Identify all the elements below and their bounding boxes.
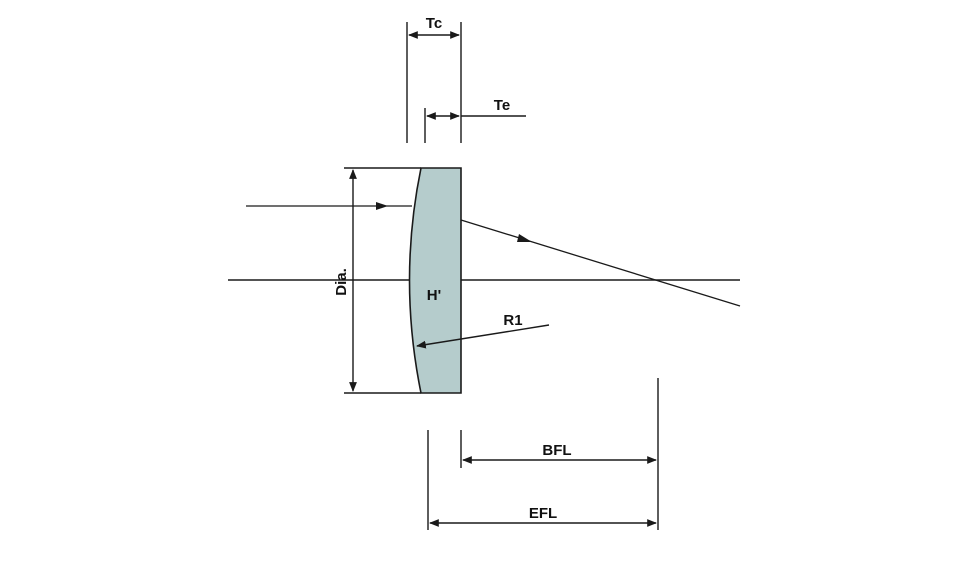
tc-label: Tc [426, 15, 442, 32]
refracted-ray [460, 219, 741, 307]
r1-label: R1 [503, 312, 522, 329]
r1-radius-line [416, 324, 550, 349]
lens-body [408, 167, 462, 394]
dia-label: Dia. [333, 268, 350, 296]
incoming-ray-arrow [376, 202, 388, 210]
bfl-label: BFL [542, 442, 571, 459]
te-label: Te [494, 97, 510, 114]
refracted-ray-arrow [517, 234, 532, 242]
principal-plane-label: H' [427, 287, 441, 304]
efl-label: EFL [529, 505, 557, 522]
